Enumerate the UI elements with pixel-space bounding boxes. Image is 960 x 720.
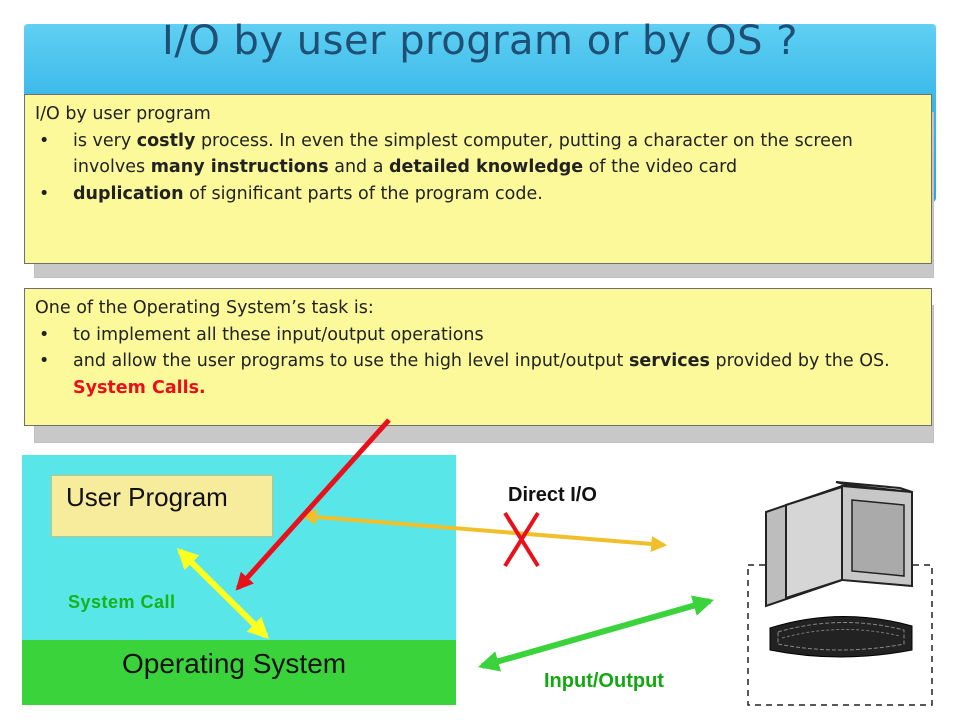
user-program-label: User Program — [66, 482, 228, 512]
system-call-label: System Call — [68, 592, 176, 612]
emphasis-text: System Calls. — [73, 377, 206, 398]
bullet-text: is very — [73, 130, 137, 151]
callout-heading: I/O by user program — [35, 104, 211, 124]
user-program-box — [51, 475, 273, 537]
callout-heading: One of the Operating System’s task is: — [35, 298, 374, 318]
bullet-text: of significant parts of the program code… — [183, 183, 543, 204]
callout-user-program: I/O by user program is very costly proce… — [24, 94, 932, 264]
bullet-item: duplication of significant parts of the … — [35, 181, 921, 208]
callout-bullet-list: is very costly process. In even the simp… — [35, 128, 921, 208]
emphasis-text: detailed knowledge — [389, 157, 584, 177]
bullet-item: and allow the user programs to use the h… — [35, 348, 921, 401]
emphasis-text: duplication — [73, 183, 184, 204]
system-call-pointer-arrow — [235, 418, 391, 591]
bullet-text: and a — [328, 157, 389, 177]
bullet-text: process. In even the simplest computer, … — [73, 130, 853, 178]
system-call-arrow — [177, 548, 269, 639]
emphasis-text: many instructions — [150, 157, 329, 177]
slide-title: I/O by user program or by OS ? — [162, 18, 798, 64]
direct-io-arrow — [300, 509, 668, 552]
input-output-label: Input/Output — [544, 670, 664, 692]
operating-system-label: Operating System — [122, 648, 347, 679]
emphasis-text: costly — [136, 130, 196, 151]
bullet-text: of the video card — [583, 157, 738, 177]
bullet-text: to implement all these input/output oper… — [73, 324, 484, 345]
keyboard-icon — [769, 615, 913, 658]
emphasis-text: services — [628, 351, 710, 371]
direct-io-label: Direct I/O — [508, 484, 597, 506]
computer-monitor-icon — [765, 481, 913, 608]
callout-bullet-list: to implement all these input/output oper… — [35, 322, 921, 402]
bullet-item: is very costly process. In even the simp… — [35, 128, 921, 181]
bullet-text: and allow the user programs to use the h… — [73, 351, 629, 371]
callout-os-task: One of the Operating System’s task is: t… — [24, 288, 932, 426]
blocked-cross-icon — [503, 511, 540, 568]
bullet-text: provided by the OS. — [709, 351, 890, 371]
operating-system-box — [22, 640, 456, 705]
input-output-arrow — [477, 595, 715, 672]
bullet-item: to implement all these input/output oper… — [35, 322, 921, 349]
